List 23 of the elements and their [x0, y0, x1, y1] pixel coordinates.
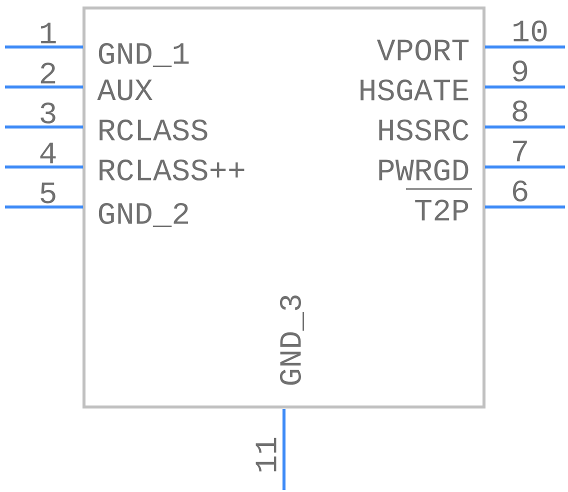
chip-body — [82, 6, 486, 408]
pin-name: VPORT — [376, 39, 469, 60]
pin-number: 2 — [40, 62, 56, 84]
pin-number: 5 — [40, 182, 56, 204]
pin-name: AUX — [97, 80, 152, 100]
pin-number: 10 — [514, 20, 547, 42]
pin-name: HSSRC — [379, 119, 468, 140]
pin-name: GND_3 — [280, 295, 304, 385]
pin-name: RCLASS++ — [100, 159, 244, 180]
pin-name: RCLASS — [100, 119, 208, 140]
pin-name: HSGATE — [360, 79, 468, 100]
pin-number: 6 — [512, 180, 528, 202]
pin-number: 9 — [512, 60, 528, 82]
pin-number: 8 — [512, 100, 528, 122]
pin-number: 7 — [513, 140, 527, 162]
pin-name: PWRGD — [379, 159, 468, 180]
pin-name: GND_2 — [98, 202, 188, 228]
pin-name: T2P — [415, 200, 468, 220]
pin-number: 11 — [256, 438, 276, 472]
pin-number: 1 — [40, 22, 56, 44]
pin-number: 4 — [40, 142, 56, 164]
pin-name: GND_1 — [98, 42, 189, 68]
pin-number: 3 — [40, 102, 56, 124]
